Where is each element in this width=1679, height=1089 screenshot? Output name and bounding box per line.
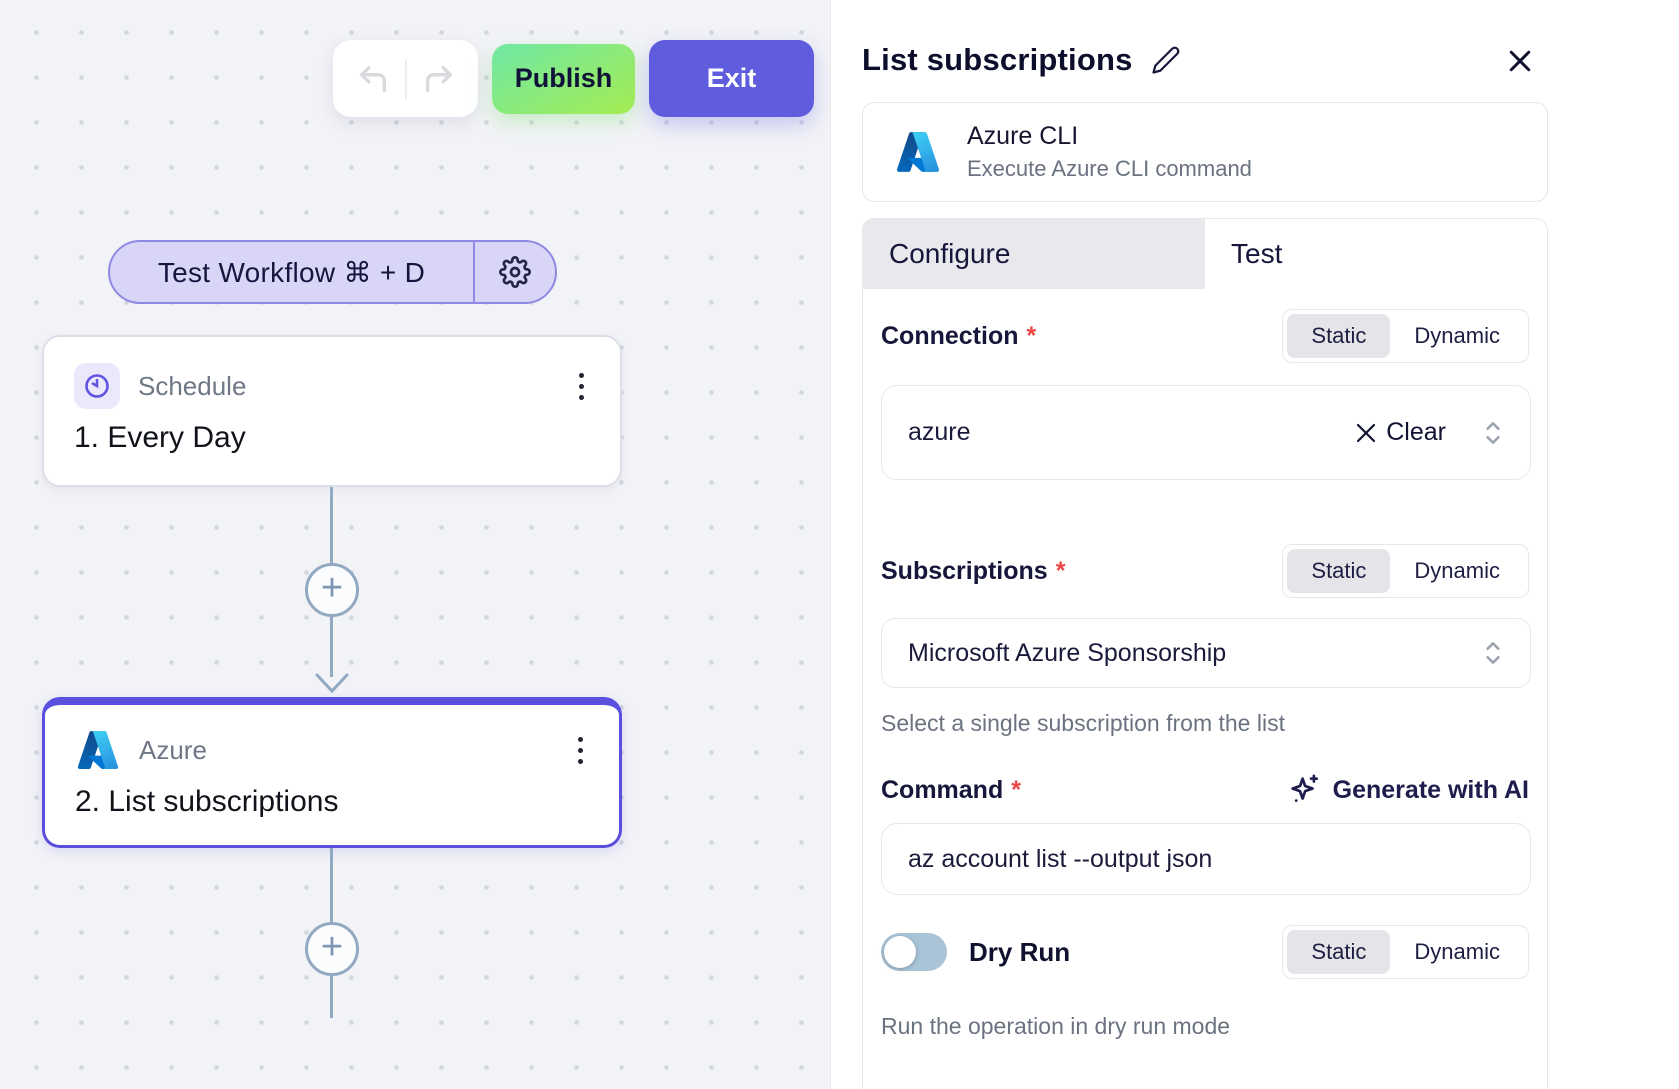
required-asterisk: * [1026, 321, 1037, 350]
publish-button[interactable]: Publish [492, 43, 635, 114]
chevron-updown-icon[interactable] [1480, 638, 1506, 668]
static-option[interactable]: Static [1287, 314, 1391, 358]
panel-title: List subscriptions [862, 42, 1133, 77]
tab-configure[interactable]: Configure [863, 219, 1205, 289]
command-input[interactable]: az account list --output json [881, 823, 1531, 895]
test-workflow-button[interactable]: Test Workflow ⌘ + D [108, 240, 557, 304]
canvas-toolbar: Publish Exit [333, 40, 814, 117]
node-title: 1. Every Day [74, 421, 246, 454]
generate-with-ai-button[interactable]: Generate with AI [1287, 773, 1529, 807]
subscriptions-value: Microsoft Azure Sponsorship [908, 638, 1227, 667]
subscriptions-helper-text: Select a single subscription from the li… [881, 710, 1285, 736]
static-option[interactable]: Static [1287, 549, 1391, 593]
dry-run-toggle[interactable] [881, 933, 947, 971]
node-app-label: Schedule [138, 370, 247, 401]
schedule-clock-icon [74, 363, 120, 409]
connection-value: azure [908, 418, 971, 446]
pencil-icon [1151, 45, 1181, 75]
chevron-updown-icon[interactable] [1480, 418, 1506, 448]
connection-mode-switch: Static Dynamic [1282, 309, 1529, 363]
undo-button[interactable] [341, 62, 405, 96]
step-config-panel: List subscriptions [830, 0, 1679, 1089]
toolbar-divider [404, 58, 407, 99]
subscriptions-mode-switch: Static Dynamic [1282, 544, 1529, 598]
dynamic-option[interactable]: Dynamic [1414, 939, 1500, 964]
add-step-button[interactable]: + [305, 922, 359, 976]
static-option[interactable]: Static [1287, 930, 1391, 974]
redo-icon [422, 62, 456, 96]
arrow-down-icon [314, 672, 350, 694]
connector-line [330, 848, 333, 922]
subscriptions-label: Subscriptions* [881, 556, 1066, 585]
node-azure-selected[interactable]: Azure 2. List subscriptions [42, 697, 622, 848]
workflow-settings-button[interactable] [475, 242, 555, 302]
toggle-knob [884, 936, 916, 968]
tab-test[interactable]: Test [1231, 238, 1283, 269]
close-icon [1505, 46, 1535, 76]
connector-line [330, 487, 333, 564]
redo-button[interactable] [407, 62, 471, 96]
app-name: Azure CLI [967, 122, 1079, 150]
azure-cli-logo-icon [895, 129, 941, 175]
command-label: Command* [881, 775, 1021, 804]
command-value: az account list --output json [908, 844, 1213, 873]
dry-run-helper-text: Run the operation in dry run mode [881, 1013, 1231, 1039]
node-menu-button[interactable] [572, 731, 589, 770]
connection-input[interactable]: azure Clear [881, 385, 1531, 480]
app-info-card: Azure CLI Execute Azure CLI command [862, 102, 1548, 202]
required-asterisk: * [1011, 775, 1021, 804]
dry-run-label: Dry Run [969, 936, 1071, 967]
clear-connection-button[interactable]: Clear [1354, 418, 1446, 447]
node-menu-button[interactable] [573, 367, 590, 406]
gear-icon [499, 256, 531, 288]
dynamic-option[interactable]: Dynamic [1414, 323, 1500, 348]
required-asterisk: * [1055, 556, 1066, 585]
connector-line [330, 976, 333, 1018]
workflow-canvas[interactable]: Publish Exit Test Workflow ⌘ + D Schedul… [0, 0, 830, 1089]
connection-label: Connection* [881, 321, 1037, 350]
node-schedule[interactable]: Schedule 1. Every Day [42, 335, 622, 487]
pill-divider [473, 242, 475, 302]
tab-bar: Configure Test [863, 219, 1547, 289]
subscriptions-select[interactable]: Microsoft Azure Sponsorship [881, 618, 1531, 688]
ai-sparkle-icon [1287, 773, 1321, 807]
node-title: 2. List subscriptions [75, 785, 339, 818]
undo-redo-group [333, 40, 478, 117]
plus-icon: + [320, 926, 344, 968]
app-description: Execute Azure CLI command [967, 156, 1252, 181]
dynamic-option[interactable]: Dynamic [1414, 558, 1500, 583]
undo-icon [356, 62, 390, 96]
edit-title-button[interactable] [1151, 45, 1181, 75]
add-step-button[interactable]: + [305, 563, 359, 617]
connector-line [330, 617, 333, 677]
node-app-label: Azure [139, 734, 207, 765]
dry-run-mode-switch: Static Dynamic [1282, 925, 1529, 979]
azure-logo-icon [75, 727, 121, 773]
exit-button[interactable]: Exit [649, 40, 814, 117]
configure-card: Configure Test Connection* Static Dynami… [862, 218, 1548, 1089]
x-clear-icon [1354, 421, 1378, 445]
test-workflow-label: Test Workflow ⌘ + D [157, 256, 426, 288]
close-panel-button[interactable] [1503, 44, 1537, 78]
plus-icon: + [320, 567, 344, 609]
